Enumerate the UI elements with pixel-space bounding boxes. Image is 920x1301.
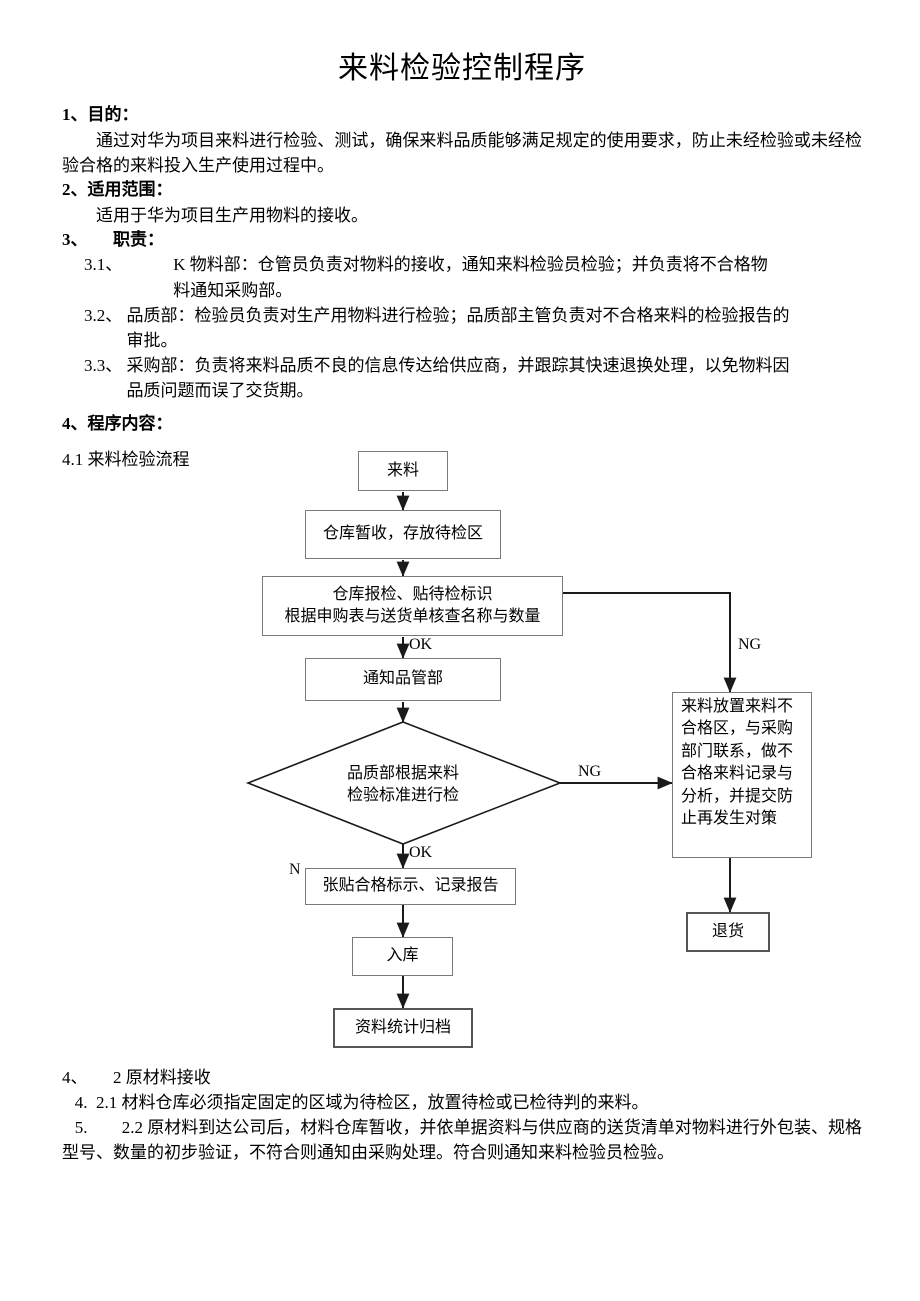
responsibility-number: 3.3、 (84, 356, 127, 376)
section-4-2-2-text: 原材料到达公司后，材料仓库暂收，并依单据资料与供应商的送货清单对物料进行外包装、… (62, 1118, 863, 1163)
flow-node-warehouse-receive-label: 仓库暂收，存放待检区 (322, 525, 483, 543)
flow-node-warehouse-in-label: 入库 (386, 947, 419, 965)
responsibility-number: 3.2、 (84, 305, 127, 325)
edge-label-stray-n: N (289, 861, 301, 878)
section-4-heading: 4、程序内容： (62, 414, 173, 434)
section-2-body: 适用于华为项目生产用物料的接收。 (96, 205, 368, 225)
responsibility-text-line2: 审批。 (126, 330, 178, 350)
flow-node-reject-handling: 来料放置来料不合格区，与采购部门联系，做不合格来料记录与分析，并提交防止再发生对… (672, 692, 812, 858)
responsibility-text-line1: 品质部：检验员负责对生产用物料进行检验；品质部主管负责对不合格来料的检验报告的 (126, 305, 790, 325)
responsibility-text: 品质部：检验员负责对生产用物料进行检验；品质部主管负责对不合格来料的检验报告的 … (127, 303, 863, 353)
flow-node-archive: 资料统计归档 (333, 1008, 473, 1048)
flow-node-return-goods: 退货 (686, 912, 770, 952)
inspection-flowchart: 来料 仓库暂收，存放待检区 仓库报检、贴待检标识 根据申购表与送货单核查名称与数… (0, 440, 920, 1065)
flow-node-pass-label-text: 张贴合格标示、记录报告 (322, 877, 499, 895)
section-4-2-block: 4、 2 原材料接收 4. 2.1 材料仓库必须指定固定的区域为待检区，放置待检… (62, 1065, 862, 1166)
flow-node-start: 来料 (358, 451, 448, 491)
edge-label-ok-decision: OK (409, 844, 433, 861)
flow-node-reject-handling-label: 来料放置来料不合格区，与采购部门联系，做不合格来料记录与分析，并提交防止再发生对… (681, 698, 794, 827)
page-title: 来料检验控制程序 (338, 52, 586, 85)
responsibility-item-3-3: 3.3、 采购部：负责将来料品质不良的信息传达给供应商，并跟踪其快速退换处理，以… (62, 353, 862, 403)
flow-node-inspection-request-line1: 仓库报检、贴待检标识 (332, 585, 493, 603)
section-4-2-1: 4. 2.1 材料仓库必须指定固定的区域为待检区，放置待检或已检待判的来料。 (62, 1093, 649, 1113)
edge-label-ng-decision: NG (578, 763, 602, 780)
responsibility-text: K 物料部：仓管员负责对物料的接收，通知来料检验员检验；并负责将不合格物 料通知… (173, 252, 862, 302)
flow-node-warehouse-receive: 仓库暂收，存放待检区 (305, 510, 501, 559)
edge-label-ng-top: NG (738, 636, 762, 653)
section-4-2-heading: 4、 2 原材料接收 (62, 1068, 211, 1087)
responsibility-text-line2: 料通知采购部。 (173, 280, 293, 300)
section-3-heading: 3、 职责： (62, 229, 164, 249)
flow-node-pass-label: 张贴合格标示、记录报告 (305, 868, 516, 905)
section-1-heading: 1、目的： (62, 105, 139, 124)
decision-diamond-shape (245, 721, 563, 845)
flow-node-inspection-request-line2: 根据申购表与送货单核查名称与数量 (284, 608, 541, 625)
section-4-1-label: 4.1 来料检验流程 (62, 449, 190, 469)
flow-node-notify-qc-label: 通知品管部 (362, 670, 443, 688)
responsibility-text-line1: 采购部：负责将来料品质不良的信息传达给供应商，并跟踪其快速退换处理，以免物料因 (126, 356, 790, 376)
section-1-body: 通过对华为项目来料进行检验、测试，确保来料品质能够满足规定的使用要求，防止未经检… (62, 130, 862, 175)
section-4-2-2: 5. 2.2 原材料到达公司后，材料仓库暂收，并依单据资料与供应商的送货清单对物… (62, 1115, 862, 1165)
responsibility-text-line2: 品质问题而误了交货期。 (126, 381, 314, 401)
flow-node-notify-qc: 通知品管部 (305, 658, 501, 701)
flow-node-inspection-request: 仓库报检、贴待检标识 根据申购表与送货单核查名称与数量 (262, 576, 563, 636)
flow-node-archive-label: 资料统计归档 (354, 1018, 451, 1036)
responsibility-text: 采购部：负责将来料品质不良的信息传达给供应商，并跟踪其快速退换处理，以免物料因 … (127, 353, 863, 403)
flow-node-return-goods-label: 退货 (711, 922, 744, 940)
flow-node-start-label: 来料 (386, 461, 419, 479)
responsibility-number: 3.1、 (84, 255, 174, 275)
responsibility-item-3-1: 3.1、 K 物料部：仓管员负责对物料的接收，通知来料检验员检验；并负责将不合格… (62, 252, 862, 302)
flowchart-connectors (245, 492, 737, 1009)
document-body: 来料检验控制程序 1、目的： 通过对华为项目来料进行检验、测试，确保来料品质能够… (62, 0, 862, 472)
responsibility-item-3-2: 3.2、 品质部：检验员负责对生产用物料进行检验；品质部主管负责对不合格来料的检… (62, 303, 862, 353)
flow-node-warehouse-in: 入库 (352, 937, 453, 976)
responsibility-text-line1: K 物料部：仓管员负责对物料的接收，通知来料检验员检验；并负责将不合格物 (173, 255, 768, 275)
section-2-heading: 2、适用范围： (62, 179, 173, 199)
section-4-2-2-number: 5. 2.2 (62, 1118, 148, 1138)
edge-label-ok-top: OK (409, 636, 433, 653)
